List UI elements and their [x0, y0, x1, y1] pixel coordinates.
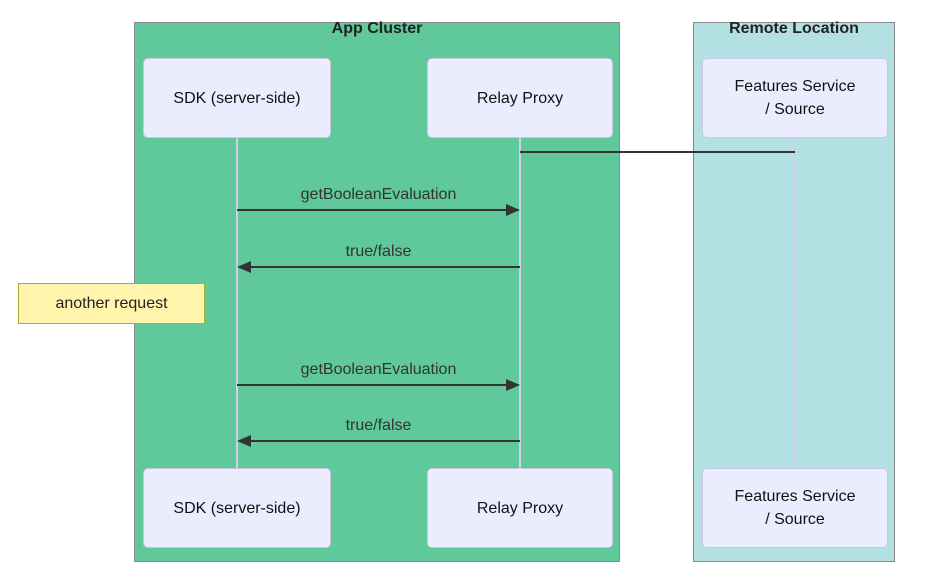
- actor-features-service-label: Features Service / Source: [735, 485, 856, 531]
- arrowhead-right-icon: [506, 204, 520, 216]
- actor-features-service-top: Features Service / Source: [702, 58, 888, 138]
- actor-sdk-label: SDK (server-side): [173, 499, 301, 517]
- group-app-cluster-title: App Cluster: [331, 20, 423, 37]
- actor-features-line1: Features Service: [734, 78, 856, 95]
- message-line-getbooleanevaluation-1: [237, 209, 518, 211]
- actor-relay-proxy-label: Relay Proxy: [476, 499, 564, 517]
- message-label-truefalse-1: true/false: [345, 243, 412, 260]
- message-line-truefalse-2: [239, 440, 520, 442]
- actor-features-line1: Features Service: [734, 488, 856, 505]
- actor-features-service-bottom: Features Service / Source: [702, 468, 888, 548]
- message-line-truefalse-1: [239, 266, 520, 268]
- actor-relay-proxy-label: Relay Proxy: [476, 89, 564, 107]
- actor-features-service-label: Features Service / Source: [735, 75, 856, 121]
- message-line-getbooleanevaluation-2: [237, 384, 518, 386]
- actor-features-line2: / Source: [765, 101, 825, 118]
- lifeline-features-service: [794, 138, 796, 468]
- arrowhead-right-icon: [506, 379, 520, 391]
- message-label-getbooleanevaluation-1: getBooleanEvaluation: [300, 186, 457, 203]
- actor-sdk-top: SDK (server-side): [143, 58, 331, 138]
- message-label-truefalse-2: true/false: [345, 417, 412, 434]
- lifeline-sdk: [236, 138, 238, 468]
- link-relay-to-features: [520, 151, 795, 153]
- actor-sdk-bottom: SDK (server-side): [143, 468, 331, 548]
- actor-relay-proxy-bottom: Relay Proxy: [427, 468, 613, 548]
- actor-features-line2: / Source: [765, 511, 825, 528]
- note-another-request: another request: [18, 283, 205, 324]
- arrowhead-left-icon: [237, 435, 251, 447]
- message-label-getbooleanevaluation-2: getBooleanEvaluation: [300, 361, 457, 378]
- actor-relay-proxy-top: Relay Proxy: [427, 58, 613, 138]
- actor-sdk-label: SDK (server-side): [173, 89, 301, 107]
- note-text: another request: [55, 294, 168, 312]
- arrowhead-left-icon: [237, 261, 251, 273]
- group-remote-location-title: Remote Location: [729, 20, 859, 37]
- lifeline-relay-proxy: [519, 138, 521, 468]
